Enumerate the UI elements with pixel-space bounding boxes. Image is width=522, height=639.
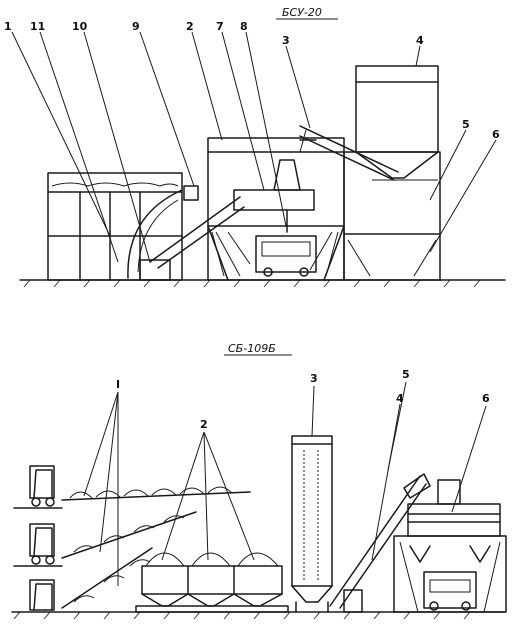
bottom-truck (423, 571, 477, 609)
bottom-ground-hatch (13, 611, 471, 620)
bottom-callout-I: I (116, 378, 120, 391)
bottom-leader-lines (83, 381, 487, 586)
top-callout-1: 1 (4, 20, 12, 33)
top-callout-7: 7 (216, 20, 224, 33)
top-ground-hatch (23, 279, 481, 288)
top-callout-5: 5 (462, 118, 470, 131)
bottom-inclined-conveyor (329, 473, 431, 609)
mixer-building (207, 137, 345, 281)
top-callout-4: 4 (416, 34, 424, 47)
top-callout-11: 11 (30, 20, 45, 33)
top-leader-lines (11, 31, 497, 263)
top-callout-2: 2 (186, 20, 194, 33)
top-truck (255, 235, 317, 273)
screw-conveyor (299, 125, 399, 181)
top-callout-9: 9 (132, 20, 140, 33)
bottom-mixer-tower (393, 479, 507, 613)
feeder-box (139, 259, 171, 281)
bottom-callout-4: 4 (396, 392, 404, 405)
aggregate-hoppers (135, 552, 289, 613)
bottom-cement-silo (291, 435, 363, 613)
bottom-callout-5: 5 (402, 368, 410, 381)
cement-silo (355, 65, 439, 181)
inclined-conveyor-top (149, 185, 245, 269)
top-callout-10: 10 (72, 20, 88, 33)
bottom-callout-3: 3 (310, 372, 318, 385)
silo-base (343, 151, 441, 281)
bottom-callout-2: 2 (200, 418, 208, 431)
receiving-conveyors (13, 465, 251, 611)
top-callout-6: 6 (492, 128, 500, 141)
bottom-callout-6: 6 (482, 392, 490, 405)
aggregate-bins (47, 172, 183, 281)
bottom-diagram-title: СБ-109Б (228, 342, 276, 355)
top-callout-8: 8 (240, 20, 248, 33)
top-diagram-title: БСУ-20 (282, 6, 322, 19)
top-diagram: БСУ-20 (4, 6, 506, 288)
bottom-diagram: СБ-109Б (11, 342, 507, 620)
top-callout-3: 3 (282, 34, 290, 47)
curved-chute (127, 189, 183, 279)
